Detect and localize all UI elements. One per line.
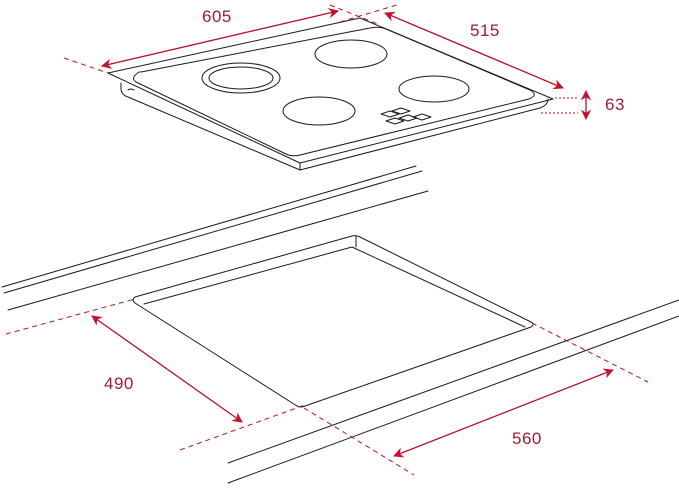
dimension-depth <box>339 3 564 90</box>
label-cutout-depth: 490 <box>104 374 134 393</box>
dimension-cutout-depth <box>5 298 306 451</box>
worktop-cutout <box>132 235 534 408</box>
hob-appliance <box>107 17 554 171</box>
dimension-width <box>63 4 381 74</box>
label-depth: 515 <box>470 21 500 40</box>
label-width: 605 <box>202 7 232 26</box>
burner-front-center <box>282 96 356 126</box>
label-height: 63 <box>605 95 625 114</box>
burner-dual-zone <box>201 62 281 94</box>
dimension-cutout-width <box>303 322 649 476</box>
label-cutout-width: 560 <box>512 429 542 448</box>
burner-right <box>398 75 470 103</box>
touch-controls <box>380 107 432 125</box>
burner-rear-center <box>314 39 388 69</box>
dimension-height <box>541 89 592 121</box>
